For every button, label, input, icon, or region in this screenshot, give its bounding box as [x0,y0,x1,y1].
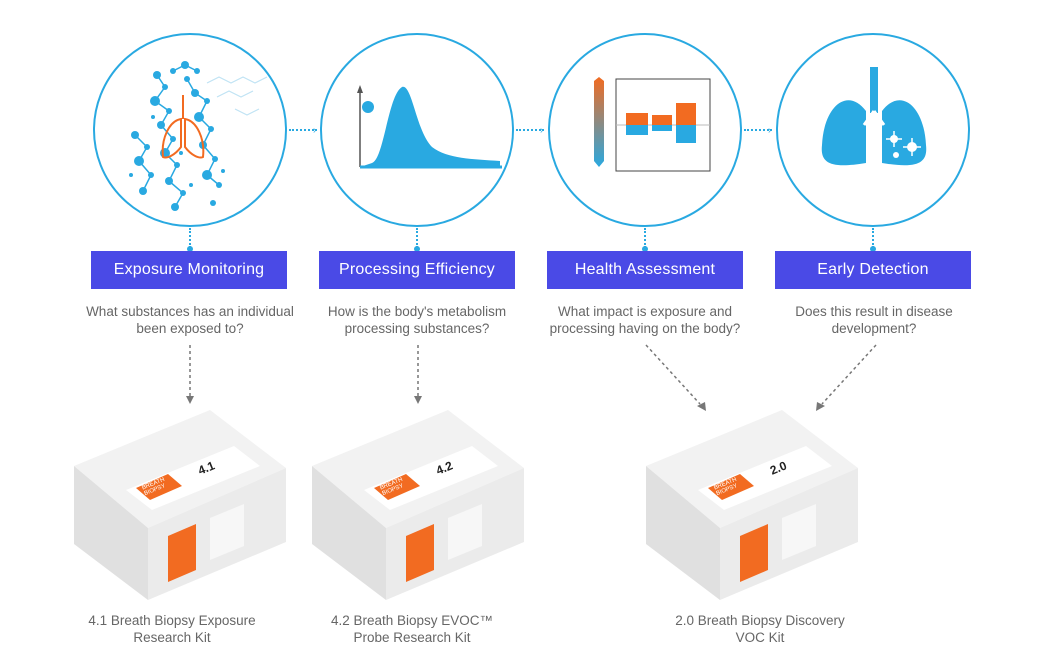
connector-dot [642,246,648,252]
stage-health-assessment[interactable]: Health Assessment [547,251,743,289]
arrow-icon: › [540,125,544,136]
connector-dot [414,246,420,252]
exposure-circle [93,33,287,227]
kit-label-line: Probe Research Kit [353,630,471,645]
health-circle [548,33,742,227]
kit-arrows [186,344,877,411]
lungs-icon [821,67,927,166]
connector-down-1 [189,228,191,248]
connector-1-2 [289,129,317,131]
metabolism-curve-icon [357,85,502,169]
question-exposure: What substances has an individual been e… [86,304,294,336]
stage-early-detection[interactable]: Early Detection [775,251,971,289]
processing-circle [320,33,514,227]
kit-label-4-2: 4.2 Breath Biopsy EVOC™ Probe Research K… [292,612,532,646]
kit-label-line: VOC Kit [735,630,785,645]
stage-processing-efficiency[interactable]: Processing Efficiency [319,251,515,289]
connector-3-4 [744,129,772,131]
impact-chart-icon [594,77,711,172]
kit-label-2-0: 2.0 Breath Biopsy Discovery VOC Kit [640,612,880,646]
question-health: What impact is exposure and processing h… [549,304,741,336]
detection-circle [776,33,970,227]
connector-dot [187,246,193,252]
kit-box-4-1[interactable]: 4.1 BREATH BIOPSY [60,406,295,602]
kit-label-line: 2.0 Breath Biopsy Discovery [675,613,845,628]
connector-down-4 [872,228,874,248]
stage-exposure-monitoring[interactable]: Exposure Monitoring [91,251,287,289]
kit-box-2-0[interactable]: 2.0 BREATH BIOPSY [632,406,867,602]
kit-label-line: 4.1 Breath Biopsy Exposure [88,613,256,628]
connector-down-2 [416,228,418,248]
question-detection: Does this result in disease development? [795,304,953,336]
kit-label-4-1: 4.1 Breath Biopsy Exposure Research Kit [52,612,292,646]
connector-down-3 [644,228,646,248]
kit-label-line: 4.2 Breath Biopsy EVOC™ [330,613,494,628]
kit-box-4-2[interactable]: 4.2 BREATH BIOPSY [298,406,533,602]
connector-dot [870,246,876,252]
human-body-molecules-icon [129,61,268,211]
arrow-icon: › [313,125,317,136]
arrow-icon: › [768,125,772,136]
question-processing: How is the body's metabolism processing … [327,304,507,336]
kit-label-line: Research Kit [133,630,211,645]
connector-2-3 [516,129,544,131]
